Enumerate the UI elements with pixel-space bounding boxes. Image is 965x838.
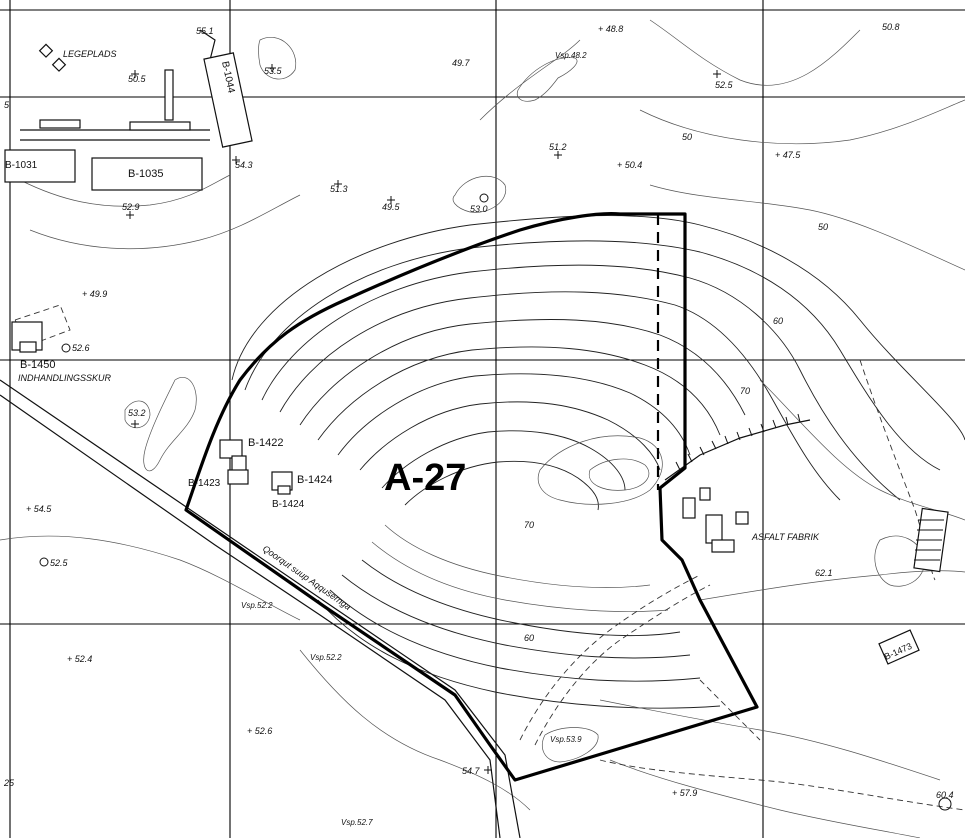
roads xyxy=(0,29,521,838)
contour-label-70: 70 xyxy=(740,386,750,396)
dashed-tracks xyxy=(14,304,965,811)
building-small-3 xyxy=(164,69,174,121)
spot-height-52-6-south: + 52.6 xyxy=(247,726,272,736)
building-b1450-annex xyxy=(19,341,37,353)
building-asphalt-5 xyxy=(735,511,749,525)
building-label-b1450: B-1450 xyxy=(20,359,55,371)
building-b1035 xyxy=(91,157,203,191)
building-small-2 xyxy=(129,121,191,131)
contour-label-60-a: 60 xyxy=(773,316,783,326)
spot-height-54-7: 54.7 xyxy=(462,766,481,776)
spot-height-48-8: + 48.8 xyxy=(598,24,623,34)
building-label-b1031: B-1031 xyxy=(5,160,38,171)
spot-height-62-1: 62.1 xyxy=(815,568,833,578)
playground-marker-2 xyxy=(51,57,67,72)
spot-height-57-9: + 57.9 xyxy=(672,788,697,798)
contour-label-50-b: 50 xyxy=(818,222,828,232)
building-label-b1422: B-1422 xyxy=(248,437,283,449)
retaining-wall xyxy=(664,419,811,481)
building-small-1 xyxy=(39,119,81,129)
spot-height-52-5-west: 52.5 xyxy=(50,558,69,568)
spot-height-52-9: 52.9 xyxy=(122,202,140,212)
place-label-indhandlingsskur: INDHANDLINGSSKUR xyxy=(18,373,112,383)
spot-height-51-2: 51.2 xyxy=(549,142,567,152)
spot-height-54-5: + 54.5 xyxy=(26,504,52,514)
area-label: A-27 xyxy=(384,457,466,499)
place-label-asfaltfabrik: ASFALT FABRIK xyxy=(751,532,820,542)
place-label-legeplads: LEGEPLADS xyxy=(63,49,117,59)
playground-marker-1 xyxy=(38,43,54,58)
area-a27-boundary xyxy=(184,212,759,782)
spot-height-50-5: 50.5 xyxy=(128,74,147,84)
spot-height-51-3: 51.3 xyxy=(330,184,348,194)
building-b1473 xyxy=(878,629,920,665)
road-name-label: Qoorqut suup Aqqusernga xyxy=(261,543,353,612)
spot-height-markers xyxy=(39,64,952,811)
spot-height-50-8: 50.8 xyxy=(882,22,900,32)
spot-height-52-5: 52.5 xyxy=(715,80,734,90)
contour-label-50-a: 50 xyxy=(682,132,692,142)
spot-height-53-0: 53.0 xyxy=(470,204,488,214)
a27-outline xyxy=(184,212,759,782)
spot-height-60-4: 60.4 xyxy=(936,790,954,800)
spot-height-49-5: 49.5 xyxy=(382,202,401,212)
spot-height-vsp-52-2-b: Vsp.52.2 xyxy=(310,653,342,662)
spot-height-vsp-53-9: Vsp.53.9 xyxy=(550,735,582,744)
building-b1422 xyxy=(219,439,243,459)
spot-height-53-2: 53.2 xyxy=(128,408,146,418)
building-label-b1035: B-1035 xyxy=(128,168,163,180)
building-asphalt-4 xyxy=(711,539,735,553)
contour-label-70-b: 70 xyxy=(524,520,534,530)
spot-height-53-5: 53.5 xyxy=(264,66,283,76)
spot-height-55-1: 55.1 xyxy=(196,26,214,36)
spot-height-vsp-52-7: Vsp.52.7 xyxy=(341,818,373,827)
slope-hatch-lines xyxy=(914,519,944,561)
spot-height-vsp-52-2-a: Vsp.52.2 xyxy=(241,601,273,610)
spot-height-49-9: + 49.9 xyxy=(82,289,107,299)
spot-height-54-3: 54.3 xyxy=(235,160,253,170)
spot-height-47-5: + 47.5 xyxy=(775,150,801,160)
spot-height-vsp-48-2: Vsp.48.2 xyxy=(555,51,587,60)
building-b1423 xyxy=(227,469,249,485)
building-label-b1424-a: B-1424 xyxy=(297,474,332,486)
building-b1044 xyxy=(203,52,253,148)
building-asphalt-2 xyxy=(699,487,711,501)
building-footprints xyxy=(4,43,949,665)
building-b1424-annex xyxy=(277,485,291,495)
building-b1031 xyxy=(4,149,76,183)
contour-lines xyxy=(0,19,965,838)
retaining-wall-hatch xyxy=(675,413,801,471)
spot-height-50-4: + 50.4 xyxy=(617,160,642,170)
building-asphalt-3 xyxy=(705,514,723,544)
spot-height-25: 25 xyxy=(3,778,15,788)
building-asphalt-1 xyxy=(682,497,696,519)
spot-height-52-6: 52.6 xyxy=(72,343,90,353)
spot-height-49-7: 49.7 xyxy=(452,58,471,68)
spot-height-52-4: + 52.4 xyxy=(67,654,92,664)
building-label-b1424-b: B-1424 xyxy=(272,499,305,510)
building-label-b1423: B-1423 xyxy=(188,478,221,489)
spot-height-5: 5 xyxy=(4,100,10,110)
contour-label-60-b: 60 xyxy=(524,633,534,643)
